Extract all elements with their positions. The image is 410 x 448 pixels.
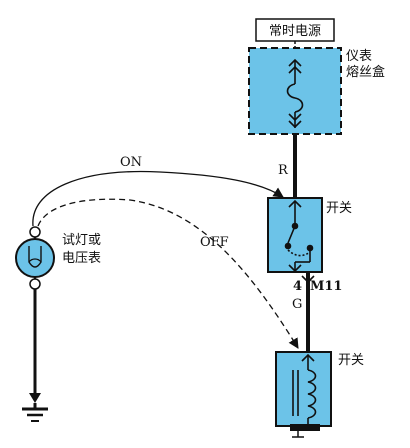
pin-number-label: 4 xyxy=(293,279,302,294)
top-switch-label: 开关 xyxy=(326,201,352,216)
wire-r-label: R xyxy=(278,163,289,178)
tester-label-1: 试灯或 xyxy=(62,233,101,248)
fuse-box xyxy=(248,47,342,135)
svg-text:常时电源: 常时电源 xyxy=(269,24,321,39)
on-probe-path xyxy=(32,170,284,227)
power-source-label: 常时电源 xyxy=(255,18,335,42)
coil-icon xyxy=(292,353,317,426)
top-switch xyxy=(267,197,323,273)
on-label: ON xyxy=(120,155,142,170)
fuse-box-label-1: 仪表 xyxy=(346,49,372,64)
bottom-switch xyxy=(275,351,332,438)
test-lamp-icon xyxy=(15,226,55,290)
bottom-switch-label: 开关 xyxy=(338,353,364,368)
switch-icon xyxy=(284,199,314,273)
fuse-icon xyxy=(286,58,304,129)
fuse-box-label-2: 熔丝盒 xyxy=(346,64,385,80)
ground-icon xyxy=(22,393,48,422)
connector-label: M11 xyxy=(310,279,342,294)
tester-label-2: 电压表 xyxy=(62,251,101,266)
wire-g-label: G xyxy=(292,297,302,312)
off-probe-path xyxy=(37,198,299,349)
off-label: OFF xyxy=(200,235,229,250)
